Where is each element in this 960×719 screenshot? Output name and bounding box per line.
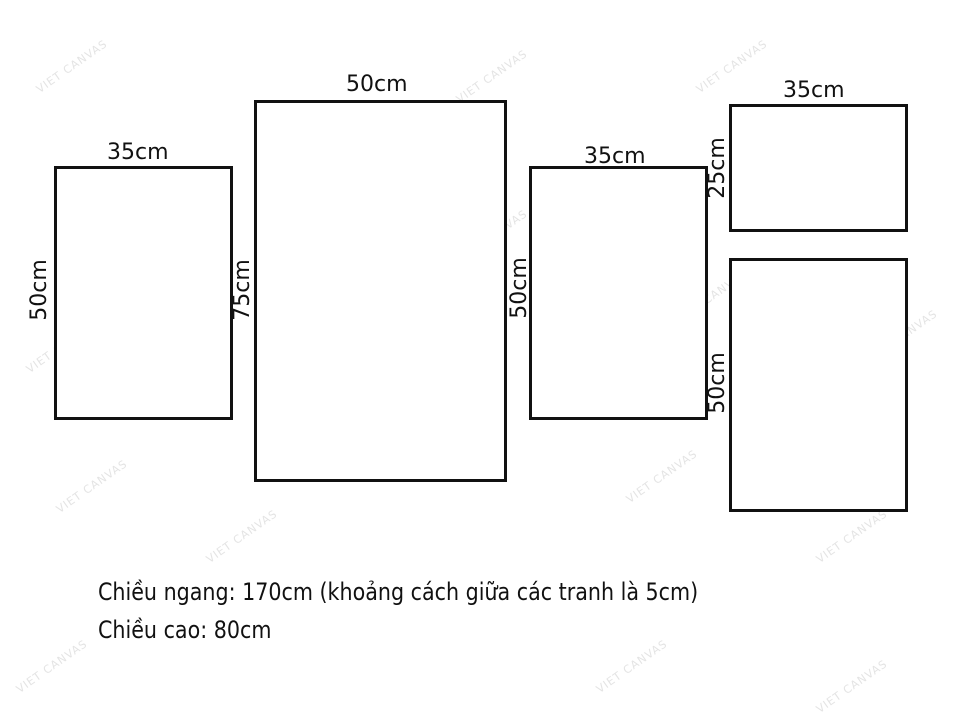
panel-3-height-label: 50cm [507,257,532,319]
total-height-note: Chiều cao: 80cm [98,616,272,644]
panel-5-height-label: 50cm [705,352,730,414]
watermark: VIET CANVAS [203,507,280,566]
panel-2 [254,100,507,482]
watermark: VIET CANVAS [813,507,890,566]
panel-4-height-label: 25cm [705,137,730,199]
panel-4 [729,104,908,232]
watermark: VIET CANVAS [593,637,670,696]
watermark: VIET CANVAS [813,657,890,716]
watermark: VIET CANVAS [693,37,770,96]
panel-2-height-label: 75cm [230,259,255,321]
panel-1-width-label: 35cm [107,140,169,165]
panel-1-height-label: 50cm [27,259,52,321]
panel-5 [729,258,908,512]
panel-3-width-label: 35cm [584,144,646,169]
panel-4-width-label: 35cm [783,78,845,103]
panel-2-width-label: 50cm [346,72,408,97]
watermark: VIET CANVAS [13,637,90,696]
watermark: VIET CANVAS [33,37,110,96]
panel-1 [54,166,233,420]
watermark: VIET CANVAS [623,447,700,506]
watermark: VIET CANVAS [53,457,130,516]
total-width-note: Chiều ngang: 170cm (khoảng cách giữa các… [98,578,699,606]
panel-3 [529,166,708,420]
watermark: VIET CANVAS [453,47,530,106]
